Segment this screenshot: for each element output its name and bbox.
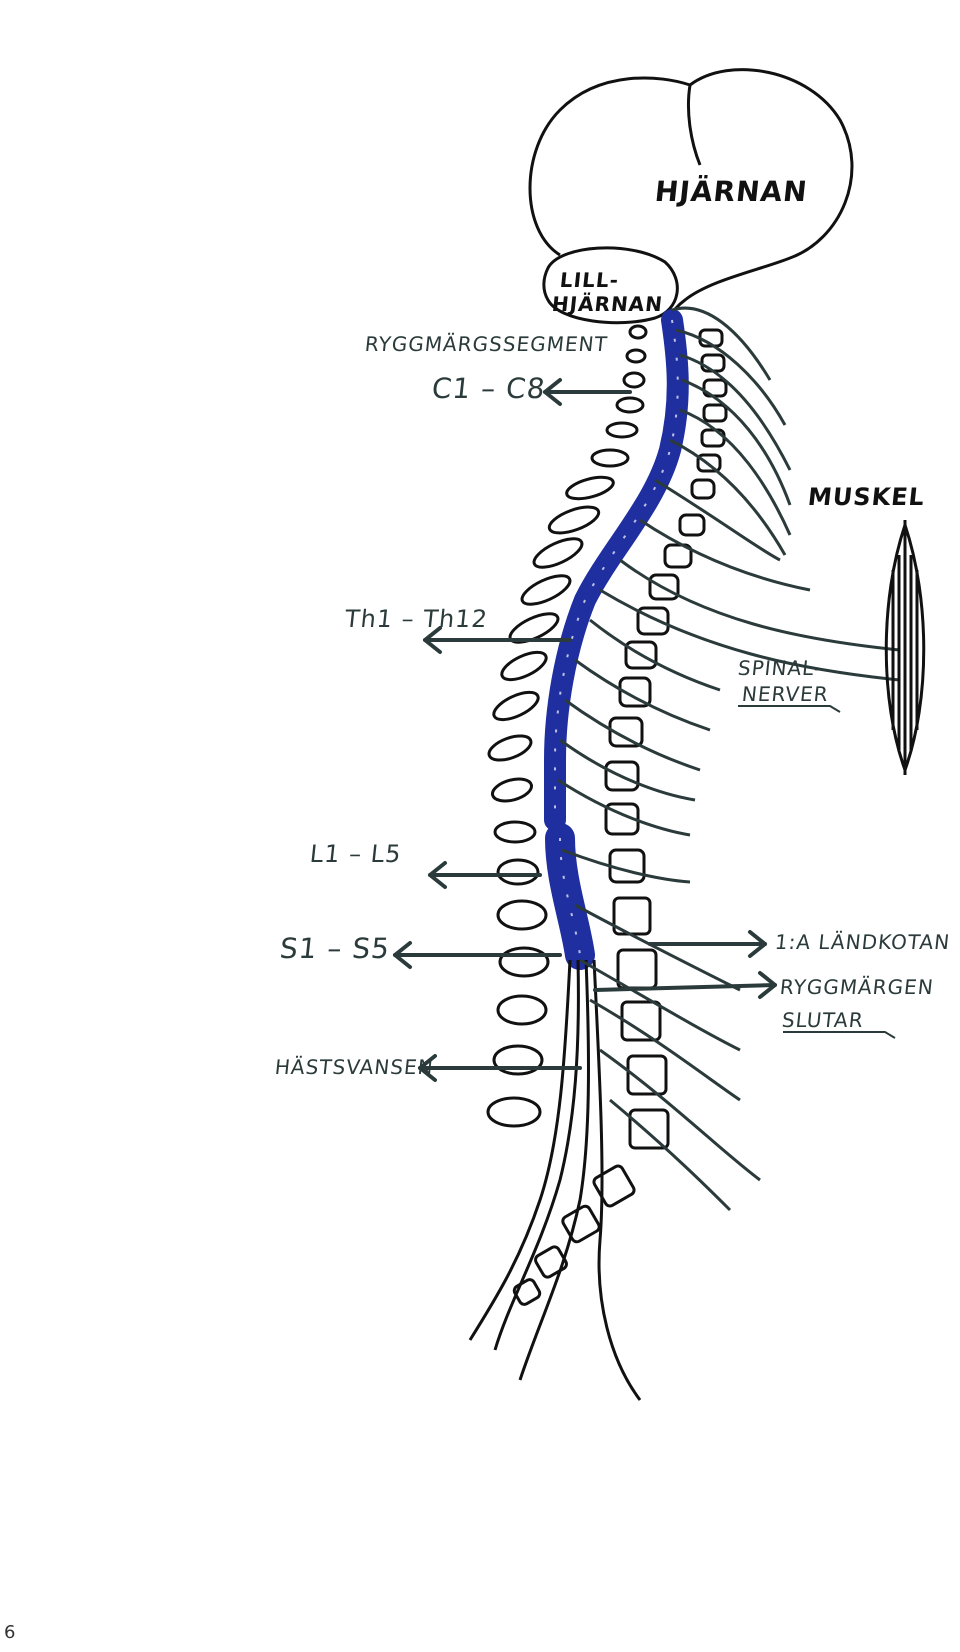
page-number: 6: [4, 1622, 16, 1643]
spinal-cord: [544, 309, 689, 970]
cerebellum: [542, 246, 679, 325]
label-cord-ends-line1: RYGGMÄRGEN: [778, 975, 936, 999]
label-arrows: [393, 378, 777, 1082]
label-lumbar: L1 – L5: [308, 840, 404, 868]
label-cord-ends-line2: SLUTAR: [780, 1008, 865, 1032]
label-segment-heading: RYGGMÄRGSSEGMENT: [363, 332, 610, 356]
label-spinal-nerves-line1: SPINAL-: [736, 656, 824, 680]
cauda-equina-strands: [468, 959, 642, 1401]
label-muscle: MUSKEL: [806, 483, 927, 511]
label-brain: HJÄRNAN: [653, 175, 810, 208]
label-thoracic: Th1 – Th12: [343, 605, 490, 633]
spinal-nerves: [557, 306, 901, 1212]
spinous-processes: [486, 324, 648, 1128]
label-first-lumbar-vertebra: 1:A LÄNDKOTAN: [773, 930, 952, 954]
label-sacral: S1 – S5: [278, 932, 392, 965]
slutar-underline: [783, 1031, 896, 1039]
label-spinal-nerves-line2: NERVER: [740, 682, 830, 706]
label-cerebellum-line2: HJÄRNAN: [550, 292, 665, 316]
label-cerebellum-line1: LILL-: [558, 268, 621, 292]
brain: [528, 68, 854, 321]
spinal-nerver-underline: [738, 705, 841, 713]
label-cauda-equina: HÄSTSVANSEN: [273, 1055, 435, 1079]
muscle-spindle: [884, 520, 926, 775]
label-cervical: C1 – C8: [430, 372, 548, 405]
